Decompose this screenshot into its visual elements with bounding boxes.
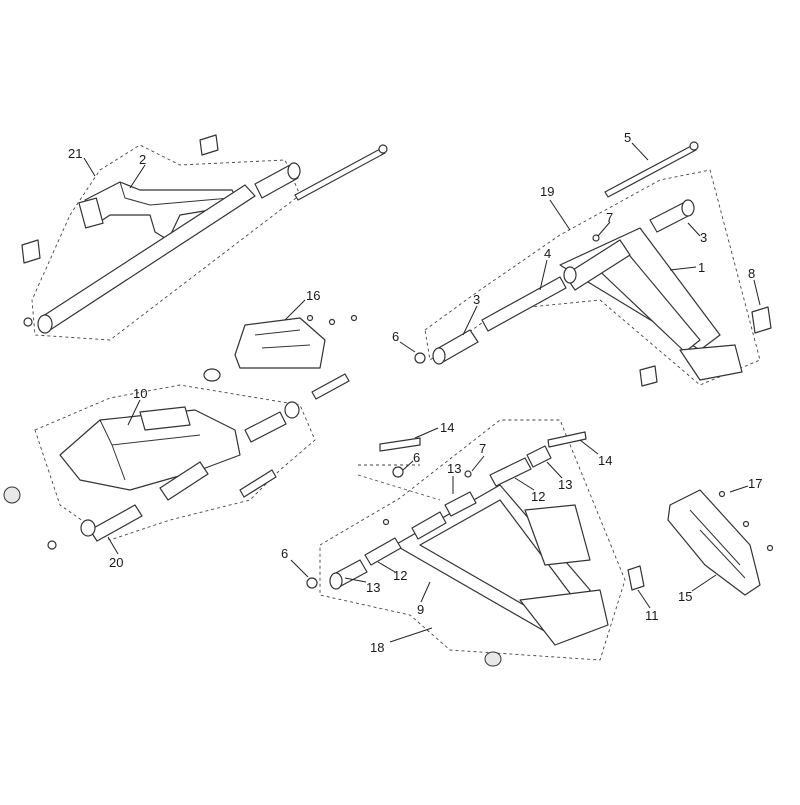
callout-17: 17 [748,476,762,491]
callout-9: 9 [417,602,424,617]
cap-20-left [3,486,21,504]
tube-12-left [364,537,402,566]
tube-end-left [37,314,53,334]
assembly-18-outline [319,419,626,661]
assembly-18-lower-right-arm [306,419,645,667]
callout-2: 2 [139,152,146,167]
plate-16-body [234,317,326,369]
bushing-13-right [526,445,552,468]
bolt-5 [604,144,697,198]
assembly-19-outline [424,169,761,386]
assembly-20-lower-left-arm [3,384,316,550]
nut-20 [47,540,57,550]
callout-11: 11 [645,608,659,623]
callout-21: 21 [68,146,82,161]
nut-6-upper-right [414,352,426,364]
callout-19: 19 [540,184,554,199]
callout-10: 10 [133,386,147,401]
callout-7-upper: 7 [606,210,613,225]
callout-leaders [83,142,761,643]
bolt-14-left [379,437,421,452]
callout-14-left: 14 [440,420,454,435]
callout-6-upper: 6 [392,329,399,344]
block-top [199,134,219,156]
callout-6-mid: 6 [413,450,420,465]
callout-labels: 21 2 5 19 7 3 1 4 8 3 6 16 10 14 7 6 13 … [68,130,762,655]
bolt-short-mid [311,373,350,400]
callout-6-lower: 6 [281,546,288,561]
nut-6-mid [392,466,404,478]
callout-20: 20 [109,555,123,570]
callout-16: 16 [306,288,320,303]
tube-4 [481,276,567,332]
plate-15 [667,489,774,596]
callout-13-right: 13 [558,477,572,492]
nut-upper-left [23,317,33,327]
callout-4: 4 [544,246,551,261]
spacer-11 [627,565,645,591]
arm-part-9-clevis [519,589,609,646]
cap-left [203,368,221,382]
cap-18 [484,651,502,667]
assembly-21-upper-left-arm [21,134,388,341]
bushing-13-mid [444,491,477,517]
arm-part-2-bracket [78,197,104,229]
plate-15-body [667,489,761,596]
fitting-7-mid [464,470,472,478]
callout-13-left: 13 [366,580,380,595]
callout-15: 15 [678,589,692,604]
callout-12-left: 12 [393,568,407,583]
callout-12-right: 12 [531,489,545,504]
callout-5: 5 [624,130,631,145]
callout-3-lower: 3 [473,292,480,307]
callout-3-upper: 3 [700,230,707,245]
tube-lower-right [244,411,287,443]
fitting-17 [718,490,726,498]
bushing-lower-left [159,461,209,501]
callout-13-mid: 13 [447,461,461,476]
bracket-10 [139,406,191,431]
assembly-19-upper-right-arm [414,141,772,387]
bracket-9 [524,504,591,566]
block-left [21,239,41,264]
nut-6-lower [306,577,318,589]
block-8 [751,306,772,334]
tube-lower-left [89,504,143,542]
fitting-7-upper-right [592,234,600,242]
bolt-14-right [547,431,587,448]
plate-16 [203,314,358,400]
callout-18: 18 [370,640,384,655]
callout-1: 1 [698,260,705,275]
sleeve-upper-left [254,164,299,199]
arm-part-1-clevis [679,344,743,381]
callout-14-right: 14 [598,453,612,468]
arm-part-2 [84,181,241,241]
block-right-loose [639,365,658,387]
bolt-long-upper-left [294,147,386,201]
tube-12-right [489,457,532,487]
callout-8: 8 [748,266,755,281]
callout-7-mid: 7 [479,441,486,456]
bolt-short-20 [239,469,277,498]
